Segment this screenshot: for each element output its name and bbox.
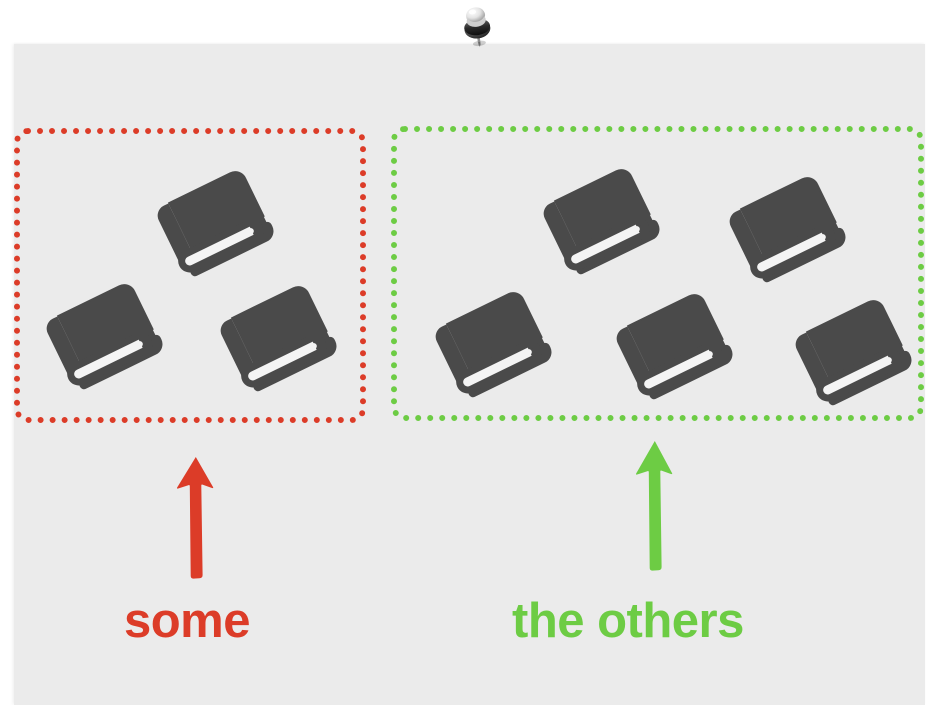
- group-label-some: some: [124, 594, 251, 648]
- book-icon: [22, 278, 170, 404]
- arrow-up-icon-others: [628, 431, 680, 571]
- group-box-others: [391, 126, 924, 421]
- group-box-some: [14, 128, 366, 423]
- book-icon: [519, 163, 667, 289]
- book-icon: [592, 288, 740, 414]
- arrow-up-icon-some: [169, 443, 221, 583]
- book-icon: [771, 294, 919, 420]
- group-label-others: the others: [512, 594, 744, 648]
- pushpin-icon: [455, 2, 499, 50]
- book-icon: [411, 286, 559, 412]
- book-icon: [133, 165, 281, 291]
- book-icon: [705, 171, 853, 297]
- book-icon: [196, 280, 344, 406]
